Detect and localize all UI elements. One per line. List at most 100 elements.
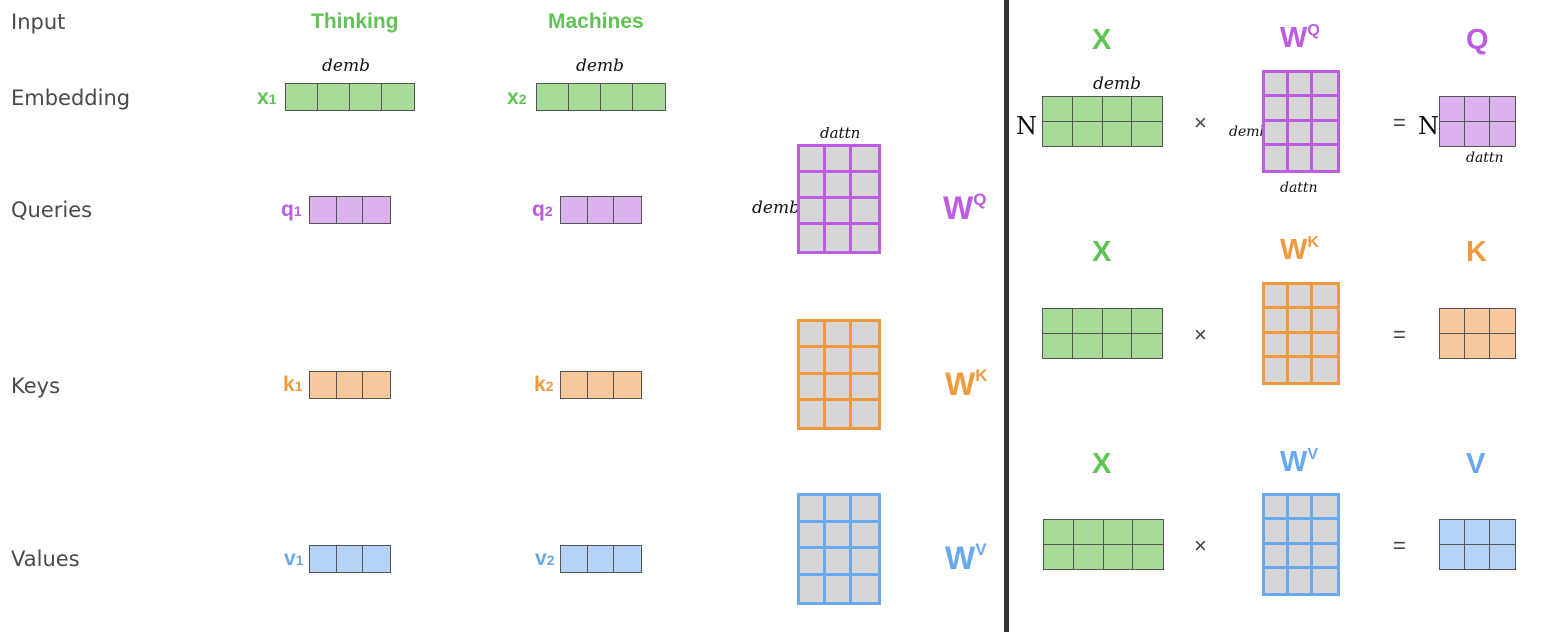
weight-matrix-wq	[797, 144, 881, 254]
matmul-out-side-annotation: N	[1418, 112, 1439, 140]
matrix-cell	[1265, 73, 1289, 98]
matrix-cell	[569, 84, 601, 110]
matrix-cell	[852, 225, 878, 251]
matrix-cell	[1440, 544, 1465, 569]
matrix-cell	[1313, 569, 1337, 593]
matrix-cell	[1289, 121, 1313, 146]
matrix-cell	[1465, 544, 1490, 569]
matrix-cell	[1289, 520, 1313, 545]
matrix-cell	[1313, 545, 1337, 569]
matmul-q-x-label: X	[1092, 24, 1112, 56]
matrix-cell	[1265, 97, 1289, 122]
matrix-cell	[1313, 73, 1337, 98]
matrix-cell	[826, 575, 852, 602]
matrix-cell	[1490, 122, 1515, 147]
matrix-cell	[614, 546, 641, 572]
matrix-cell	[1265, 357, 1289, 382]
matmul-q-x-matrix	[1042, 96, 1163, 147]
matrix-cell	[1313, 285, 1337, 310]
matrix-cell	[1265, 145, 1289, 170]
matrix-cell	[800, 147, 826, 173]
weight-label-wk: WK	[945, 366, 988, 402]
matrix-cell	[1465, 309, 1490, 334]
matrix-cell	[826, 400, 852, 427]
matrix-cell	[1313, 358, 1337, 382]
matrix-cell	[1289, 357, 1313, 382]
matmul-v-out-label: V	[1466, 448, 1486, 480]
panel-divider	[1004, 0, 1009, 632]
matmul-x-side-annotation: N	[1016, 112, 1037, 140]
word-thinking: Thinking	[311, 10, 399, 33]
row-label-keys: Keys	[11, 374, 61, 398]
matmul-v-x-label: X	[1092, 448, 1112, 480]
matmul-v-w-label: WV	[1280, 446, 1319, 478]
matrix-cell	[1102, 309, 1133, 334]
matrix-cell	[561, 372, 588, 398]
matrix-cell	[1133, 545, 1163, 570]
matrix-cell	[633, 84, 665, 110]
matrix-cell	[1265, 568, 1289, 593]
matrix-cell	[363, 372, 390, 398]
matrix-cell	[1072, 97, 1103, 122]
matmul-q-out-label: Q	[1466, 24, 1489, 56]
matrix-cell	[800, 549, 826, 576]
matrix-cell	[826, 199, 852, 225]
matrix-cell	[852, 322, 878, 349]
embedding-vector-x2	[536, 83, 666, 111]
key-vector-k1	[309, 371, 391, 399]
matrix-cell	[826, 522, 852, 549]
matrix-cell	[1074, 544, 1104, 569]
matrix-cell	[1103, 520, 1134, 545]
matrix-cell	[826, 374, 852, 401]
matrix-cell	[310, 546, 337, 572]
weight-label-wv: WV	[945, 540, 987, 576]
matmul-k-times: ×	[1194, 322, 1207, 347]
matrix-cell	[826, 348, 852, 375]
matrix-cell	[1440, 97, 1465, 122]
matrix-cell	[1265, 285, 1289, 310]
matmul-q-equals: =	[1393, 110, 1406, 135]
matrix-cell	[800, 374, 826, 401]
query-vector-q1	[309, 196, 391, 224]
matrix-cell	[363, 546, 390, 572]
query-label-q2: q2	[532, 198, 553, 221]
matmul-x-top-annotation: demb	[1093, 74, 1141, 94]
matrix-cell	[800, 400, 826, 427]
row-label-queries: Queries	[11, 198, 93, 222]
matrix-cell	[800, 225, 826, 251]
matmul-out-bottom-annotation: dattn	[1466, 150, 1504, 166]
matrix-cell	[337, 197, 364, 223]
matrix-cell	[337, 372, 364, 398]
matmul-w-bottom-annotation: dattn	[1280, 180, 1318, 196]
matrix-cell	[1132, 334, 1162, 359]
matmul-v-x-matrix	[1043, 519, 1164, 570]
matrix-cell	[1104, 544, 1134, 569]
matrix-cell	[1490, 545, 1515, 570]
matmul-w-side-annotation: demb	[1229, 124, 1269, 140]
matmul-q-w-matrix	[1262, 70, 1340, 173]
matrix-cell	[800, 496, 826, 523]
matmul-q-times: ×	[1194, 110, 1207, 135]
query-vector-q2	[560, 196, 642, 224]
matmul-v-equals: =	[1393, 533, 1406, 558]
matrix-cell	[382, 84, 414, 110]
embedding-dim-label-2: demb	[576, 56, 624, 76]
matrix-cell	[852, 147, 878, 173]
weight-matrix-wk	[797, 319, 881, 430]
weight-matrix-wv	[797, 493, 881, 605]
value-vector-v1	[309, 545, 391, 573]
matrix-cell	[1490, 520, 1515, 545]
matmul-k-w-matrix	[1262, 282, 1340, 385]
matrix-cell	[852, 173, 878, 199]
matrix-cell	[601, 84, 633, 110]
matrix-cell	[310, 197, 337, 223]
matmul-k-w-label: WK	[1280, 234, 1319, 266]
matrix-cell	[1043, 121, 1073, 146]
matrix-cell	[800, 575, 826, 602]
matrix-cell	[1465, 333, 1490, 358]
matrix-cell	[1073, 520, 1104, 545]
matrix-cell	[1073, 121, 1103, 146]
matrix-cell	[852, 348, 878, 375]
matrix-cell	[363, 197, 390, 223]
matrix-cell	[1313, 496, 1337, 521]
